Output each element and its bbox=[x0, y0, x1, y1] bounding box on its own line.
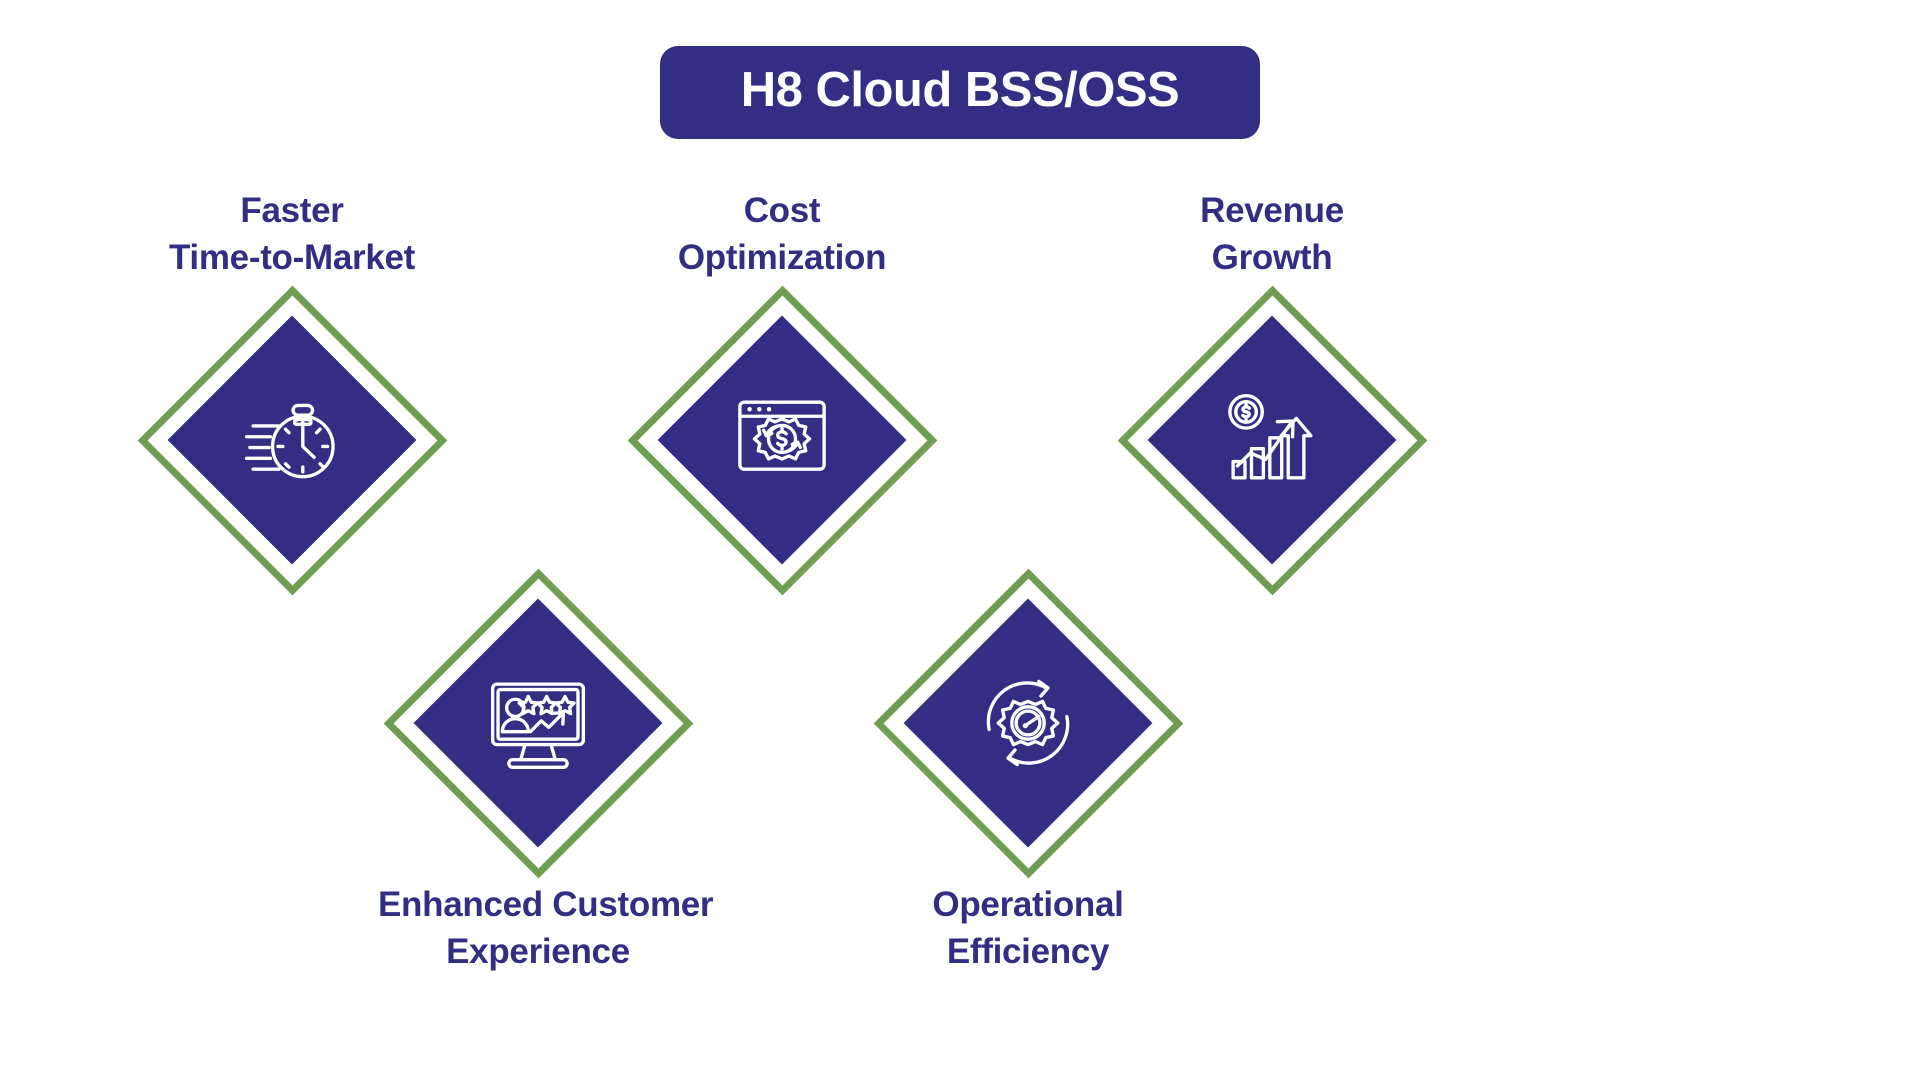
node-enhanced-customer-experience[interactable]: Enhanced Customer Experience bbox=[378, 568, 714, 975]
diamond-badge-operational-efficiency[interactable] bbox=[873, 568, 1183, 878]
node-label-line-2: Optimization bbox=[677, 237, 887, 277]
node-label-enhanced-customer-experience: Enhanced Customer Experience bbox=[378, 882, 714, 975]
diamond-badge-faster-time-to-market[interactable] bbox=[137, 285, 447, 595]
node-label-line-2: Experience bbox=[446, 931, 630, 971]
stopwatch-speed-icon bbox=[232, 380, 352, 500]
node-operational-efficiency[interactable]: Operational Efficiency bbox=[868, 568, 1188, 975]
gear-gauge-cycle-icon bbox=[968, 663, 1088, 783]
diamond-badge-revenue-growth[interactable] bbox=[1117, 285, 1427, 595]
node-label-line-2: Time-to-Market bbox=[168, 237, 416, 277]
coin-bar-chart-arrow-up-icon bbox=[1212, 380, 1332, 500]
diamond-badge-cost-optimization[interactable] bbox=[627, 285, 937, 595]
node-label-line-1: Operational bbox=[932, 885, 1124, 924]
node-label-faster-time-to-market: Faster Time-to-Market bbox=[132, 188, 452, 281]
diamond-badge-enhanced-customer-experience[interactable] bbox=[383, 568, 693, 878]
node-label-line-2: Efficiency bbox=[946, 931, 1110, 971]
node-label-line-1: Cost bbox=[743, 191, 821, 230]
node-faster-time-to-market[interactable]: Faster Time-to-Market bbox=[132, 188, 452, 595]
node-label-operational-efficiency: Operational Efficiency bbox=[868, 882, 1188, 975]
monitor-person-stars-trend-icon bbox=[478, 663, 598, 783]
node-cost-optimization[interactable]: Cost Optimization bbox=[622, 188, 942, 595]
node-label-line-1: Revenue bbox=[1200, 191, 1344, 230]
node-label-line-2: Growth bbox=[1211, 237, 1333, 277]
node-revenue-growth[interactable]: Revenue Growth bbox=[1112, 188, 1432, 595]
browser-gear-dollar-icon bbox=[722, 380, 842, 500]
node-label-line-1: Faster bbox=[240, 191, 344, 230]
node-label-line-1: Enhanced Customer bbox=[378, 885, 714, 924]
node-label-cost-optimization: Cost Optimization bbox=[622, 188, 942, 281]
title-banner: H8 Cloud BSS/OSS bbox=[660, 46, 1260, 139]
node-label-revenue-growth: Revenue Growth bbox=[1112, 188, 1432, 281]
page-title: H8 Cloud BSS/OSS bbox=[740, 63, 1180, 117]
